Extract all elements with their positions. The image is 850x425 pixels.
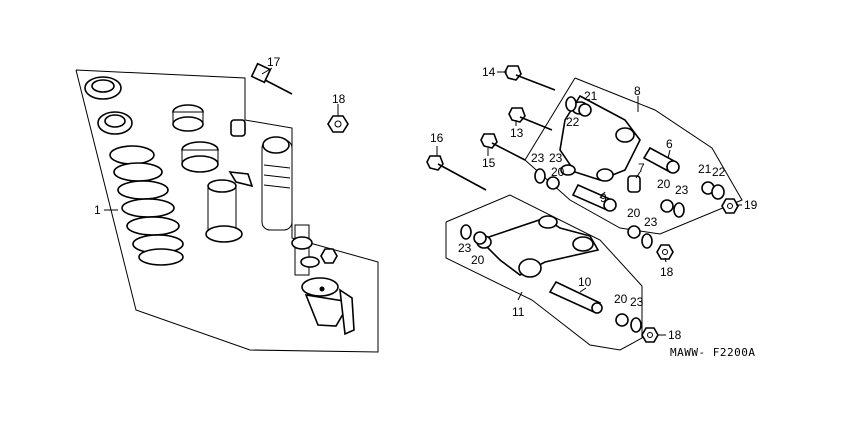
callout-16: 16: [430, 131, 444, 145]
bearing-20-d: [473, 231, 487, 245]
seal-23-d: [460, 224, 472, 240]
callout-1: 1: [94, 203, 101, 217]
callout-19: 19: [744, 198, 758, 212]
seal-23-b: [673, 202, 685, 218]
collar-small: [230, 119, 246, 137]
bump-rubber-tube: [205, 179, 243, 243]
callout-20-e: 20: [614, 292, 628, 306]
seal-23-c: [641, 233, 653, 249]
callout-23-a: 23: [531, 151, 545, 165]
callout-21-right: 21: [698, 162, 712, 176]
callout-18-mid: 18: [660, 265, 674, 279]
nut-18-top: [327, 115, 349, 133]
seal-23-a: [534, 168, 546, 184]
bolt-16: [426, 155, 487, 191]
nut-lower-clevis: [320, 248, 338, 264]
callout-17: 17: [267, 55, 281, 69]
callout-23-c: 23: [675, 183, 689, 197]
callout-22-top: 22: [566, 115, 580, 129]
callout-13: 13: [510, 126, 524, 140]
callout-18-top: 18: [332, 92, 346, 106]
callout-23-f: 23: [630, 295, 644, 309]
spring-seat-upper: [84, 76, 122, 100]
callout-8: 8: [634, 84, 641, 98]
bolt-17: [250, 62, 293, 95]
callout-10: 10: [578, 275, 592, 289]
bolt-14: [504, 65, 556, 91]
bearing-20-e: [615, 313, 629, 327]
leader-lines: [104, 67, 742, 336]
coil-spring: [109, 145, 184, 266]
bearing-21-top: [578, 103, 592, 117]
callout-20-b: 20: [657, 177, 671, 191]
nut-18-bottom: [641, 327, 659, 343]
callout-9: 9: [600, 191, 607, 205]
bearing-20-c: [627, 225, 641, 239]
callout-15: 15: [482, 156, 496, 170]
callout-21-top: 21: [584, 89, 598, 103]
seal-22-right: [711, 184, 725, 200]
bearing-20-b: [660, 199, 674, 213]
callout-20-a: 20: [551, 165, 565, 179]
pipe-collar-9: [571, 183, 617, 212]
spring-seat-lower: [97, 111, 133, 135]
callout-14: 14: [482, 65, 496, 79]
nut-19: [721, 198, 739, 214]
callout-18-bottom: 18: [668, 328, 682, 342]
collar-top: [172, 104, 204, 132]
collar-middle: [181, 141, 219, 173]
pipe-collar-6: [642, 146, 680, 174]
callout-20-c: 20: [627, 206, 641, 220]
nut-18-mid: [656, 244, 674, 260]
shock-arm: [476, 215, 600, 278]
callout-23-e: 23: [458, 241, 472, 255]
callout-20-d: 20: [471, 253, 485, 267]
callout-23-d: 23: [644, 215, 658, 229]
diagram-code: MAWW- F2200A: [670, 346, 755, 359]
group-outline-shock: [75, 69, 379, 353]
lower-clevis: [301, 277, 355, 336]
bolt-15: [480, 133, 526, 161]
callout-22-right: 22: [712, 165, 726, 179]
seal-22-top: [565, 96, 577, 112]
bearing-20-a: [546, 176, 560, 190]
callout-6: 6: [666, 137, 673, 151]
pipe-collar-10: [548, 280, 603, 314]
pipe-collar-7: [627, 175, 641, 193]
stopper-plate: [228, 171, 254, 188]
bolt-13: [508, 107, 553, 131]
damper-unit: [261, 136, 320, 276]
callout-11: 11: [512, 305, 525, 319]
seal-23-e: [630, 317, 642, 333]
callout-7: 7: [638, 161, 645, 175]
callout-23-b: 23: [549, 151, 563, 165]
